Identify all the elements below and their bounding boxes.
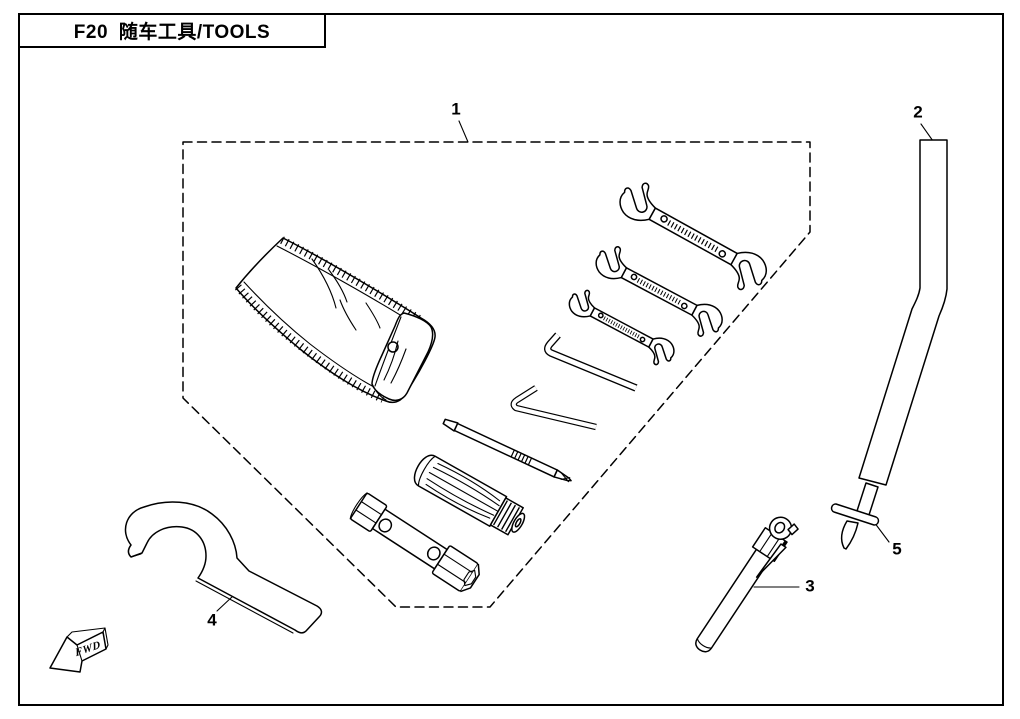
- hex-key-large-drawing: [544, 332, 638, 392]
- hook-wrench-drawing: [124, 501, 323, 634]
- wrench-medium-drawing: [588, 241, 731, 343]
- leader-line-1: [458, 120, 469, 143]
- fwd-arrow: [49, 627, 109, 673]
- spark-plug-wrench-drawing: [349, 492, 480, 593]
- driver-bit-drawing: [830, 482, 880, 550]
- page-frame: [18, 13, 1004, 706]
- leader-line-2: [920, 123, 934, 142]
- callout-5[interactable]: 5: [892, 539, 902, 559]
- extension-rod-drawing: [858, 139, 948, 486]
- title-block: F20 随车工具/TOOLS: [18, 13, 326, 48]
- callout-1[interactable]: 1: [451, 99, 461, 119]
- tire-gauge-drawing: [695, 516, 799, 653]
- hex-key-small-drawing: [510, 385, 597, 431]
- callout-3[interactable]: 3: [805, 576, 815, 596]
- screwdriver-handle-drawing: [413, 454, 526, 536]
- kit-boundary: [182, 141, 811, 608]
- screwdriver-bit-drawing: [442, 418, 572, 483]
- tool-bag-drawing: [234, 236, 436, 404]
- page-title: F20 随车工具/TOOLS: [73, 22, 271, 43]
- callout-2[interactable]: 2: [913, 102, 923, 122]
- callout-4[interactable]: 4: [207, 610, 217, 630]
- leader-line-4: [216, 595, 234, 612]
